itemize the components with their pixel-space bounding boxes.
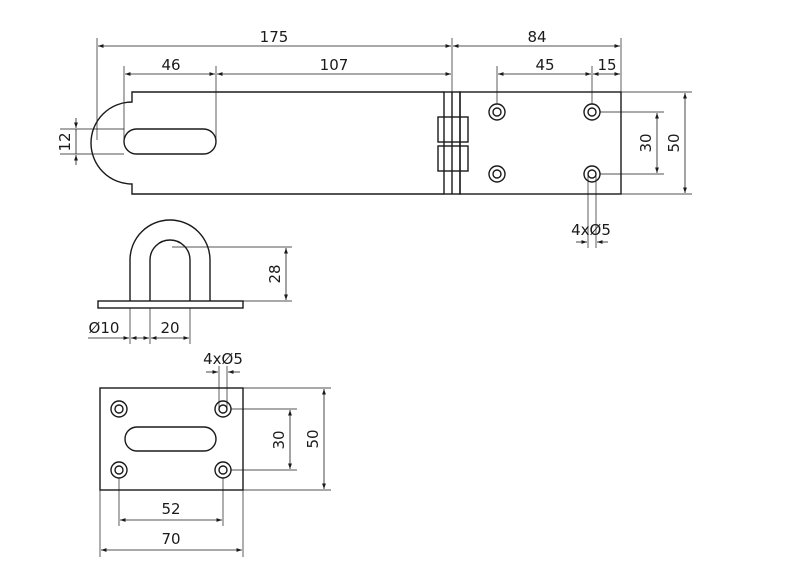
staple-loop-outer: [129, 219, 211, 301]
dimension-label-175: 175: [260, 28, 289, 46]
dimension-label-holes-top: 4xØ5: [571, 221, 611, 239]
dimension-label-84: 84: [527, 28, 546, 46]
dimension-label-50-top: 50: [665, 133, 683, 152]
hole: [218, 404, 228, 414]
side-view-dimensions: 28 Ø10 20: [88, 246, 292, 344]
hole: [114, 465, 124, 475]
dimension-label-52: 52: [161, 500, 180, 518]
hole: [587, 107, 597, 117]
dimension-label-70: 70: [161, 530, 180, 548]
hasp-strap-outline: [90, 91, 444, 195]
hole: [110, 400, 128, 418]
hole: [114, 404, 124, 414]
staple-plate-holes: [110, 400, 232, 479]
hole: [488, 103, 506, 121]
staple-side-view: [97, 219, 244, 309]
staple-flange: [97, 300, 244, 309]
staple-plate-view: [99, 387, 244, 491]
base-plate-holes: [488, 103, 601, 183]
staple-loop-inner: [149, 239, 191, 301]
plate-view-dimensions: 4xØ5 30 50 52 70: [99, 350, 331, 557]
hole: [587, 169, 597, 179]
dimension-label-30-bottom: 30: [270, 430, 288, 449]
dimension-label-12: 12: [56, 132, 74, 151]
hole: [218, 465, 228, 475]
hasp-top-view: [90, 91, 622, 195]
dimension-label-15: 15: [597, 56, 616, 74]
dimension-label-50-bottom: 50: [304, 429, 322, 448]
base-plate: [459, 91, 622, 195]
hinge-tab-upper: [437, 116, 469, 143]
hole: [583, 165, 601, 183]
dimension-label-20: 20: [160, 319, 179, 337]
dimension-label-107: 107: [320, 56, 349, 74]
dimension-label-holes-bottom: 4xØ5: [203, 350, 243, 368]
dimension-label-45: 45: [535, 56, 554, 74]
hasp-slot: [123, 128, 217, 155]
dimension-label-d10: Ø10: [89, 319, 120, 337]
dimension-label-28: 28: [266, 264, 284, 283]
dimension-label-30-top: 30: [637, 133, 655, 152]
hole: [110, 461, 128, 479]
hole: [214, 400, 232, 418]
staple-slot: [124, 426, 217, 452]
staple-plate: [99, 387, 244, 491]
hole: [214, 461, 232, 479]
hole: [488, 165, 506, 183]
hole: [492, 107, 502, 117]
hinge-tab-lower: [437, 145, 469, 172]
hole: [492, 169, 502, 179]
dimension-label-46: 46: [161, 56, 180, 74]
top-view-dimensions: 175 84 46 107 45 15 12 30 50: [56, 28, 692, 248]
hole: [583, 103, 601, 121]
